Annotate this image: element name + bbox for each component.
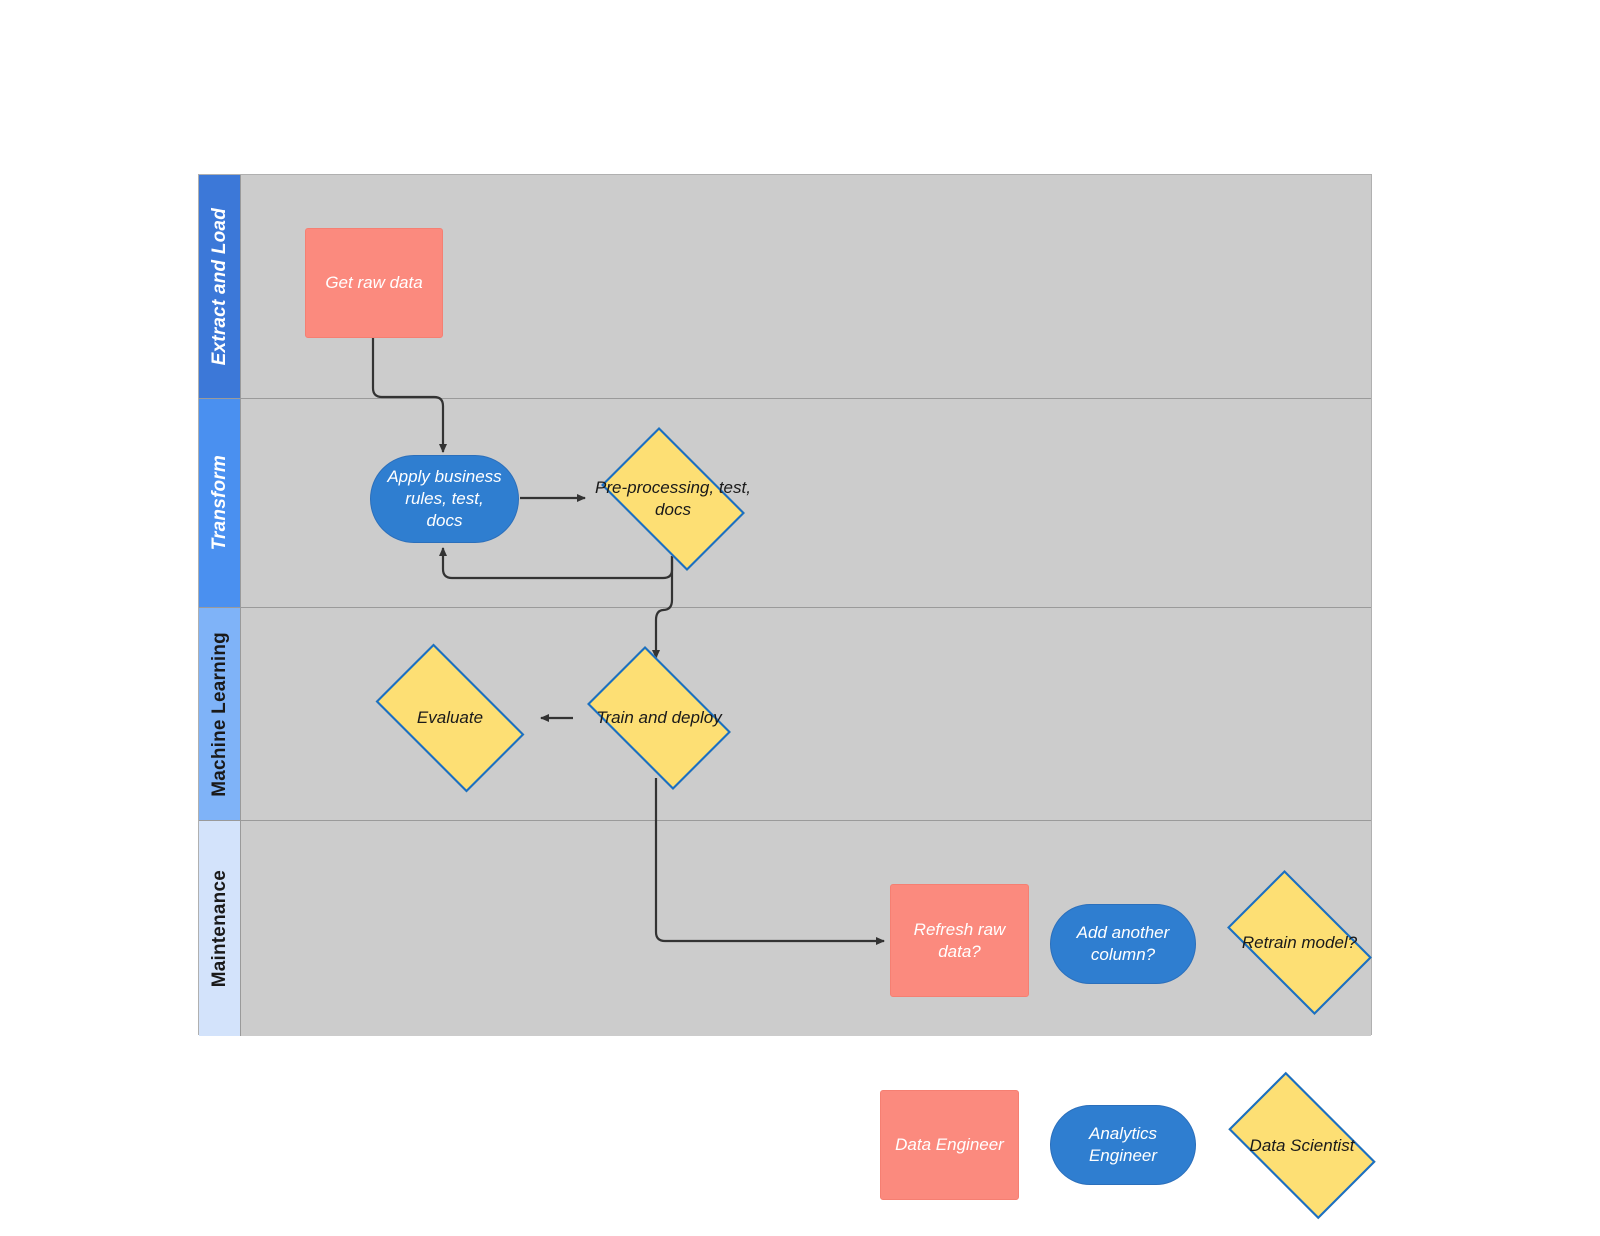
node-train-and-deploy[interactable]: Train and deploy [573, 646, 745, 790]
legend-item-data-scientist[interactable]: Data Scientist [1212, 1071, 1392, 1220]
node-get-raw-data[interactable]: Get raw data [305, 228, 443, 338]
node-label-refresh-raw-data: Refresh raw data? [913, 919, 1006, 961]
node-label-get-raw-data: Get raw data [325, 273, 423, 293]
node-retrain-model[interactable]: Retrain model? [1212, 870, 1387, 1015]
node-label-pre-processing: Pre-processing, test, docs [595, 478, 751, 519]
lane-maintenance: Maintenance [199, 821, 1371, 1036]
legend-label-data-engineer: Data Engineer [895, 1135, 1004, 1155]
legend-item-analytics-engineer[interactable]: Analytics Engineer [1050, 1105, 1196, 1185]
node-add-another-column[interactable]: Add another column? [1050, 904, 1196, 984]
node-label-add-another-column: Add another column? [1076, 923, 1170, 964]
legend-label-analytics-engineer: Analytics Engineer [1088, 1124, 1158, 1165]
node-evaluate[interactable]: Evaluate [359, 643, 541, 793]
node-label-train-and-deploy: Train and deploy [596, 708, 722, 728]
lane-label-machine-learning: Machine Learning [208, 631, 230, 797]
lane-label-transform: Transform [208, 455, 230, 551]
lane-label-extract-and-load: Extract and Load [208, 207, 230, 366]
lane-label-maintenance: Maintenance [208, 869, 230, 988]
legend-label-data-scientist: Data Scientist [1249, 1135, 1355, 1155]
node-apply-business-rules[interactable]: Apply business rules, test, docs [370, 455, 519, 543]
node-label-retrain-model: Retrain model? [1241, 932, 1358, 952]
node-label-evaluate: Evaluate [416, 708, 484, 728]
node-pre-processing[interactable]: Pre-processing, test, docs [587, 427, 759, 571]
lane-body-maintenance [241, 821, 1371, 1036]
lane-header-transform: Transform [199, 399, 241, 607]
node-refresh-raw-data[interactable]: Refresh raw data? [890, 884, 1029, 997]
legend-item-data-engineer[interactable]: Data Engineer [880, 1090, 1019, 1200]
lane-header-maintenance: Maintenance [199, 821, 241, 1036]
lane-header-extract-and-load: Extract and Load [199, 175, 241, 398]
legend: Data Engineer Analytics Engineer Data Sc… [880, 1071, 1380, 1220]
lane-header-machine-learning: Machine Learning [199, 608, 241, 820]
node-label-apply-business-rules: Apply business rules, test, docs [387, 467, 502, 530]
